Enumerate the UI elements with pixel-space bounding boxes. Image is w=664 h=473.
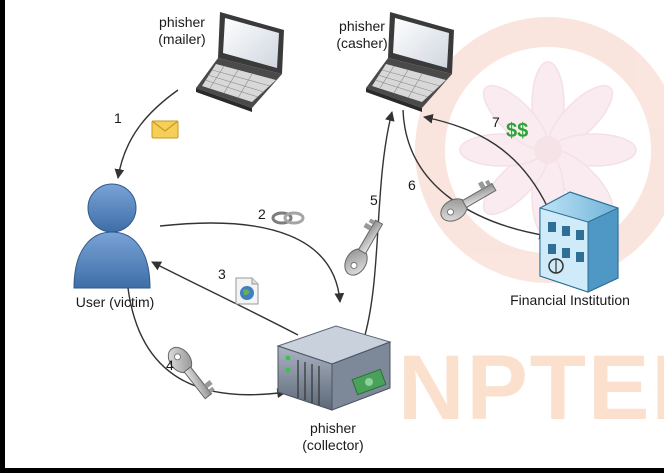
institution-label: Financial Institution [510, 292, 630, 308]
link-icon [271, 211, 305, 225]
step-number-2: 2 [258, 206, 266, 222]
laptop-icon [366, 12, 454, 112]
email-icon [151, 120, 179, 139]
step-number-3: 3 [218, 266, 226, 282]
collector-label-line1: phisher [310, 420, 356, 436]
step-number-1: 1 [114, 110, 122, 126]
casher-label-line1: phisher [339, 18, 385, 34]
step-number-4: 4 [166, 357, 174, 373]
key-icon [440, 179, 497, 222]
key-icon [344, 218, 384, 276]
mailer-label-line2: (mailer) [158, 31, 206, 47]
frame-bottom-edge [0, 468, 664, 473]
frame-left-edge [0, 0, 5, 473]
webpage-icon [235, 277, 259, 305]
arrow-step-1 [114, 89, 179, 179]
mailer-label: phisher (mailer) [146, 14, 218, 48]
watermark-text: NPTEL [398, 337, 664, 439]
server-icon [276, 325, 392, 411]
arrow-step-6 [402, 109, 549, 240]
collector-label: phisher (collector) [288, 420, 378, 454]
building-icon [539, 191, 619, 293]
casher-label-line2: (casher) [336, 35, 388, 51]
step-number-5: 5 [370, 192, 378, 208]
user-icon [73, 183, 151, 289]
arrow-step-4 [127, 287, 287, 399]
arrow-step-2 [159, 222, 345, 303]
laptop-icon [196, 12, 284, 112]
victim-label: User (victim) [75, 294, 155, 310]
collector-label-line2: (collector) [302, 437, 364, 453]
money-label: $$ [506, 120, 529, 142]
key-icon [167, 346, 215, 400]
casher-label: phisher (casher) [326, 18, 398, 52]
arrow-step-3 [151, 261, 299, 336]
step-number-7: 7 [492, 114, 500, 130]
arrow-step-7 [423, 113, 549, 209]
step-number-6: 6 [408, 177, 416, 193]
mailer-label-line1: phisher [159, 14, 205, 30]
